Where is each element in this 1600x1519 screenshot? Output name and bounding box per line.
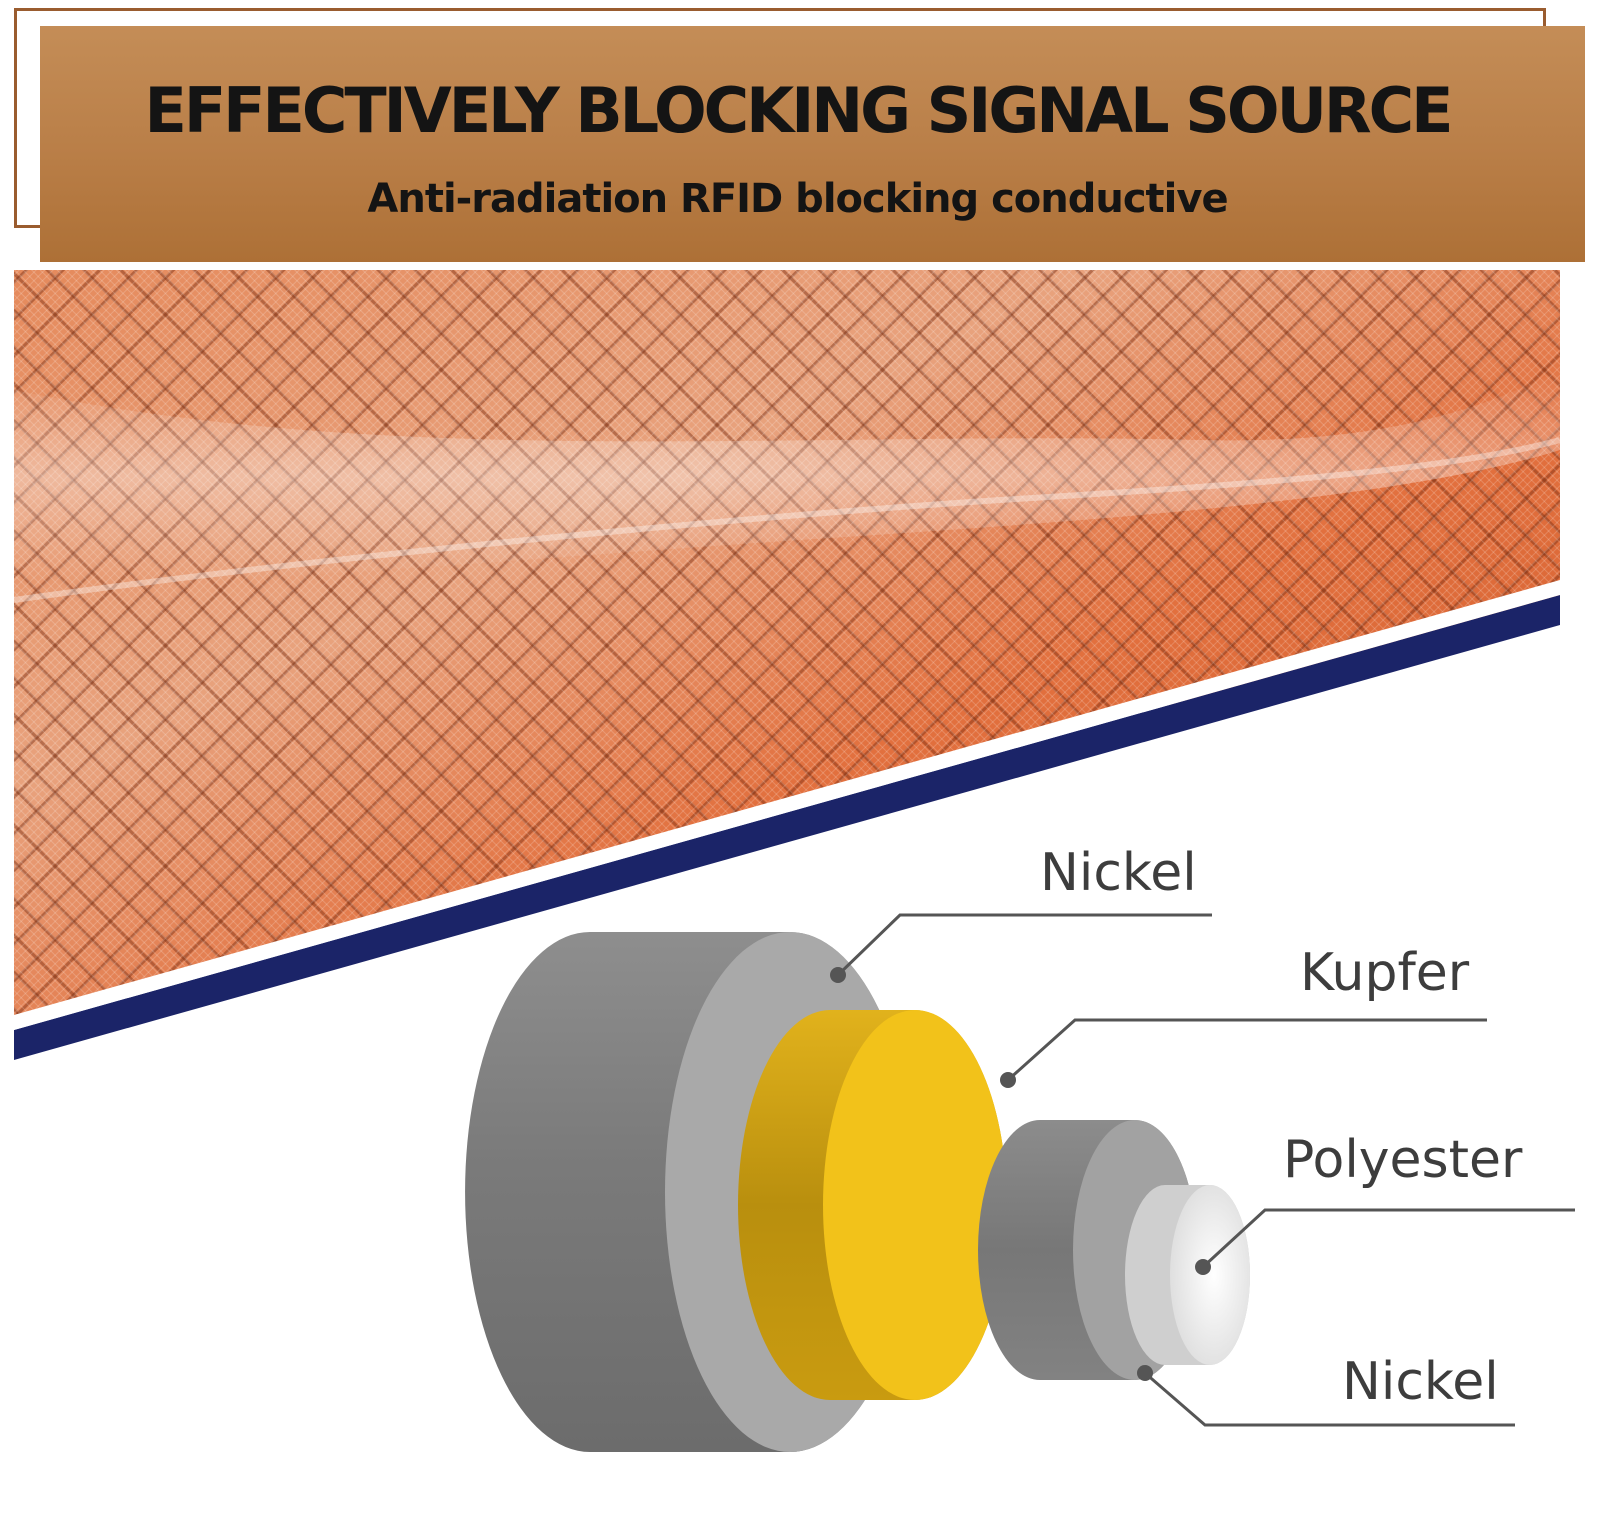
leader-lines bbox=[836, 913, 1575, 1427]
label-polyester: Polyester bbox=[1283, 1130, 1523, 1190]
banner-subtitle: Anti-radiation RFID blocking conductive bbox=[367, 176, 1228, 222]
leader-line-nickel-inner bbox=[1144, 1371, 1515, 1427]
leader-line-kupfer bbox=[1006, 1018, 1487, 1082]
label-kupfer: Kupfer bbox=[1300, 943, 1470, 1003]
header-banner: EFFECTIVELY BLOCKING SIGNAL SOURCE Anti-… bbox=[40, 26, 1585, 262]
cable-cross-section bbox=[465, 932, 1250, 1452]
leader-dot-nickel-outer bbox=[830, 967, 846, 983]
banner-title: EFFECTIVELY BLOCKING SIGNAL SOURCE bbox=[144, 74, 1453, 147]
diagonal-divider bbox=[14, 595, 1560, 1060]
label-nickel-inner: Nickel bbox=[1342, 1352, 1499, 1412]
leader-dot-nickel-inner bbox=[1137, 1365, 1153, 1381]
leader-line-polyester bbox=[1201, 1208, 1575, 1269]
leader-dot-kupfer bbox=[1000, 1072, 1016, 1088]
conductive-fabric-photo bbox=[13, 270, 1561, 1015]
leader-line-nickel-outer bbox=[836, 913, 1212, 977]
label-nickel-outer: Nickel bbox=[1040, 843, 1197, 903]
leader-dot-polyester bbox=[1195, 1259, 1211, 1275]
